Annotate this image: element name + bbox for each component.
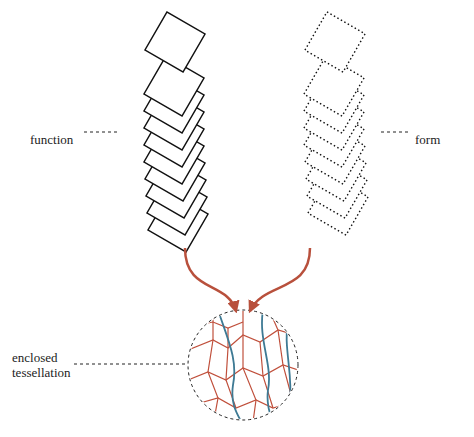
- flow-arrow: [250, 248, 310, 311]
- tessellation-circle: enclosed tessellation: [10, 310, 300, 425]
- form-stack: [304, 12, 368, 235]
- tessellation: [188, 310, 298, 425]
- leader-lines: [74, 132, 410, 364]
- node-label: form: [415, 132, 465, 147]
- form-stack: form: [285, 8, 465, 248]
- function-stack: [144, 12, 208, 252]
- enclosure-circle: [188, 310, 298, 420]
- node-label: function: [30, 132, 100, 147]
- flow-arrow: [185, 248, 236, 311]
- function-stack: function: [20, 8, 225, 248]
- node-label: enclosed tessellation: [12, 350, 78, 380]
